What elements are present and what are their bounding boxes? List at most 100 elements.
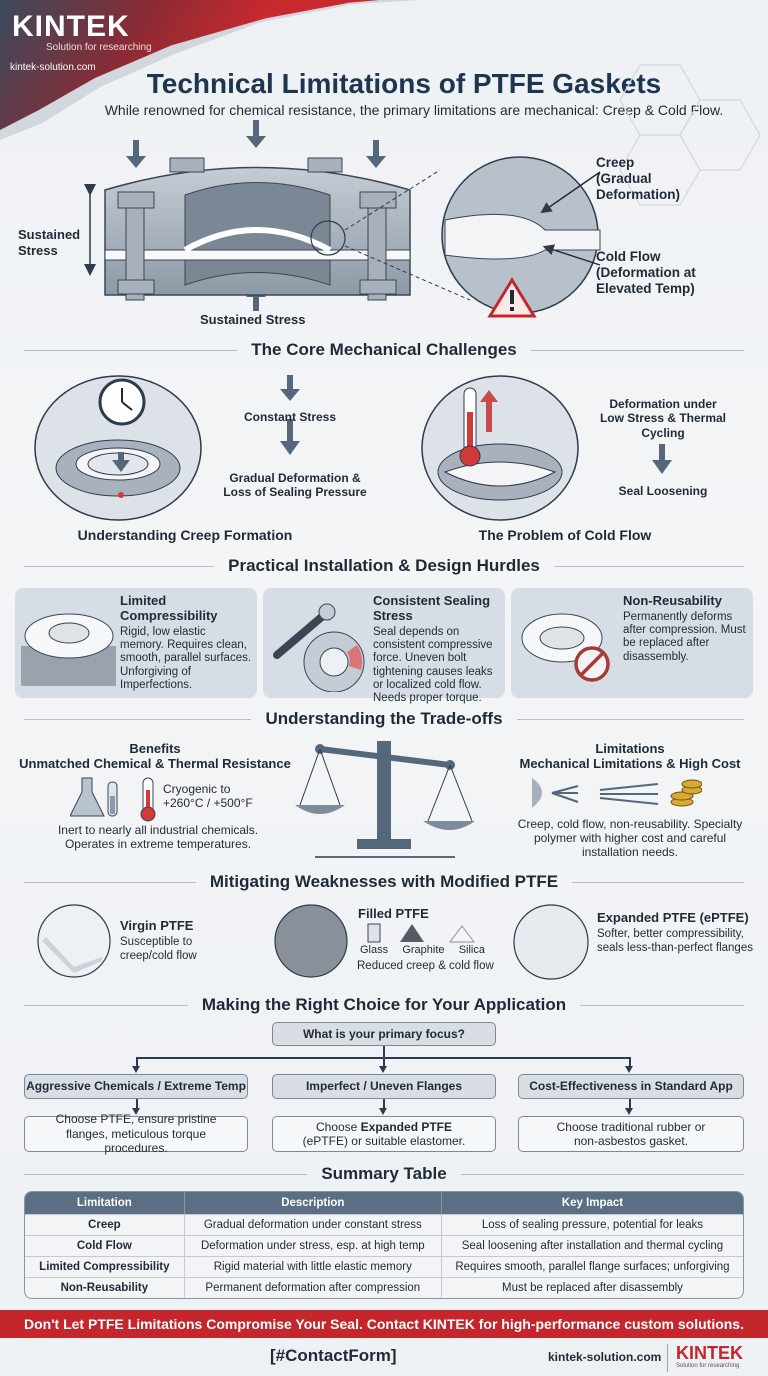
result-bold: Expanded PTFE: [360, 1120, 453, 1134]
arrow-icon: [132, 1066, 140, 1073]
cold-flow-callout-title: Cold Flow: [596, 249, 661, 264]
column-header: Key Impact: [441, 1192, 743, 1214]
arrow-icon: [625, 1066, 633, 1073]
option-aggressive-chemicals[interactable]: Aggressive Chemicals / Extreme Temp: [24, 1074, 248, 1099]
hurdle-card-non-reusability: Non-Reusability Permanently deforms afte…: [511, 588, 753, 698]
table-cell: Rigid material with little elastic memor…: [184, 1256, 442, 1277]
filler-silica: Silica: [458, 944, 485, 956]
benefits-title: Benefits: [129, 741, 181, 756]
tree-connector: [383, 1099, 385, 1109]
hurdle-card-sealing-stress: Consistent Sealing Stress Seal depends o…: [263, 588, 505, 704]
no-reuse-icon: [521, 613, 610, 682]
table-cell: Loss of sealing pressure, potential for …: [441, 1214, 743, 1235]
summary-table: Limitation Description Key Impact Creep …: [24, 1191, 744, 1299]
virgin-ptfe-title: Virgin PTFE: [120, 918, 194, 933]
benefits-desc: Inert to nearly all industrial chemicals…: [57, 823, 259, 852]
cta-banner[interactable]: Don't Let PTFE Limitations Compromise Yo…: [0, 1310, 768, 1338]
thermometer-icon: [140, 777, 156, 822]
torque-wrench-icon: [273, 603, 365, 692]
table-row: Creep Gradual deformation under constant…: [25, 1214, 743, 1235]
section-heading: Summary Table: [321, 1164, 447, 1183]
section-mitigating: Mitigating Weaknesses with Modified PTFE: [24, 872, 745, 892]
table-cell: Permanent deformation after compression: [184, 1277, 442, 1298]
limitations-icons: [532, 778, 702, 808]
filler-labels: Glass Graphite Silica: [360, 944, 485, 957]
filled-ptfe-title: Filled PTFE: [358, 906, 429, 921]
header-url[interactable]: kintek-solution.com: [10, 62, 96, 73]
creep-callout-title: Creep: [596, 155, 635, 170]
cold-flow-caption: The Problem of Cold Flow: [478, 527, 652, 543]
filler-graphite: Graphite: [402, 944, 445, 956]
table-row: Limited Compressibility Rigid material w…: [25, 1256, 743, 1277]
chemistry-flask-icon: [70, 777, 118, 817]
column-header: Description: [184, 1192, 442, 1214]
eptfe-swatch: [513, 904, 589, 980]
sustained-stress-bottom-label: Sustained Stress: [200, 312, 306, 327]
virgin-ptfe-swatch: [37, 904, 111, 978]
option-imperfect-flanges[interactable]: Imperfect / Uneven Flanges: [272, 1074, 496, 1099]
tree-connector: [136, 1057, 138, 1067]
contact-form-link[interactable]: [#ContactForm]: [270, 1346, 397, 1365]
graphite-icon: [400, 924, 424, 942]
temp-range-line1: Cryogenic to: [163, 782, 231, 796]
hurdle-title: Non-Reusability: [623, 593, 722, 608]
coins-icon: [670, 779, 702, 807]
creep-diagram: [34, 375, 202, 521]
section-core-challenges: The Core Mechanical Challenges: [24, 340, 744, 360]
hurdle-desc: Rigid, low elastic memory. Requires clea…: [120, 625, 252, 691]
footer-url[interactable]: kintek-solution.com: [548, 1350, 662, 1364]
hurdle-desc: Permanently deforms after compression. M…: [623, 610, 746, 663]
tree-connector: [383, 1057, 385, 1067]
table-cell: Creep: [25, 1214, 185, 1235]
deformation-flow-icon: [532, 778, 659, 808]
virgin-ptfe-desc: Susceptible to creep/cold flow: [120, 936, 197, 962]
limitations-title: Limitations: [595, 741, 665, 756]
section-installation-hurdles: Practical Installation & Design Hurdles: [24, 556, 745, 576]
cold-flow-callout-desc: (Deformation at Elevated Temp): [596, 265, 696, 297]
footer-logo[interactable]: KINTEK: [676, 1343, 743, 1363]
option-cost-effectiveness[interactable]: Cost-Effectiveness in Standard App: [518, 1074, 744, 1099]
arrow-icon: [379, 1066, 387, 1073]
result-eptfe: Choose Expanded PTFE (ePTFE) or suitable…: [272, 1116, 496, 1152]
hurdle-desc: Seal depends on consistent compressive f…: [373, 625, 493, 704]
benefits-subtitle: Unmatched Chemical & Thermal Resistance: [19, 756, 291, 771]
silica-icon: [449, 925, 475, 943]
clock-icon: [98, 378, 146, 426]
result-ptfe: Choose PTFE, ensure pristine flanges, me…: [24, 1112, 248, 1155]
hurdle-title: Consistent Sealing Stress: [373, 593, 491, 623]
glass-icon: [367, 923, 381, 943]
gasket-ring-icon: [21, 613, 116, 686]
page-title: Technical Limitations of PTFE Gaskets: [146, 68, 662, 99]
creep-flow-arrows: [280, 375, 300, 455]
footer-logo-tagline: Solution for researching: [676, 1363, 740, 1369]
creep-callout-desc: (Gradual Deformation): [596, 171, 680, 203]
filler-icons: [367, 923, 475, 943]
flange-assembly-illustration: [84, 120, 601, 318]
cold-flow-step-deformation: Deformation under Low Stress & Thermal C…: [599, 397, 727, 440]
kintek-logo[interactable]: KINTEK: [12, 10, 130, 44]
hex-pattern-decoration: [619, 64, 761, 206]
section-heading: Mitigating Weaknesses with Modified PTFE: [209, 872, 559, 891]
arrow-icon: [625, 1108, 633, 1115]
tree-connector: [629, 1099, 631, 1109]
eptfe-title: Expanded PTFE (ePTFE): [597, 910, 749, 925]
section-summary-table: Summary Table: [24, 1164, 744, 1184]
table-cell: Gradual deformation under constant stres…: [184, 1214, 442, 1235]
hurdle-card-compressibility: Limited Compressibility Rigid, low elast…: [15, 588, 257, 698]
table-row: Cold Flow Deformation under stress, esp.…: [25, 1235, 743, 1256]
arrow-icon: [132, 1108, 140, 1115]
tree-connector: [136, 1099, 138, 1109]
creep-step-deformation: Gradual Deformation & Loss of Sealing Pr…: [223, 471, 367, 500]
section-trade-offs: Understanding the Trade-offs: [24, 709, 745, 729]
tree-connector: [629, 1057, 631, 1067]
logo-tagline: Solution for researching: [46, 42, 152, 53]
section-heading: Making the Right Choice for Your Applica…: [201, 995, 567, 1014]
table-cell: Deformation under stress, esp. at high t…: [184, 1235, 442, 1256]
warning-icon: [487, 277, 537, 318]
cold-flow-down-arrow: [652, 444, 672, 474]
limitations-desc: Creep, cold flow, non-reusability. Speci…: [517, 817, 743, 860]
cold-flow-diagram: [421, 375, 579, 521]
creep-caption: Understanding Creep Formation: [77, 527, 293, 543]
table-cell: Limited Compressibility: [25, 1256, 185, 1277]
eptfe-desc: Softer, better compressibility, seals le…: [597, 928, 753, 954]
